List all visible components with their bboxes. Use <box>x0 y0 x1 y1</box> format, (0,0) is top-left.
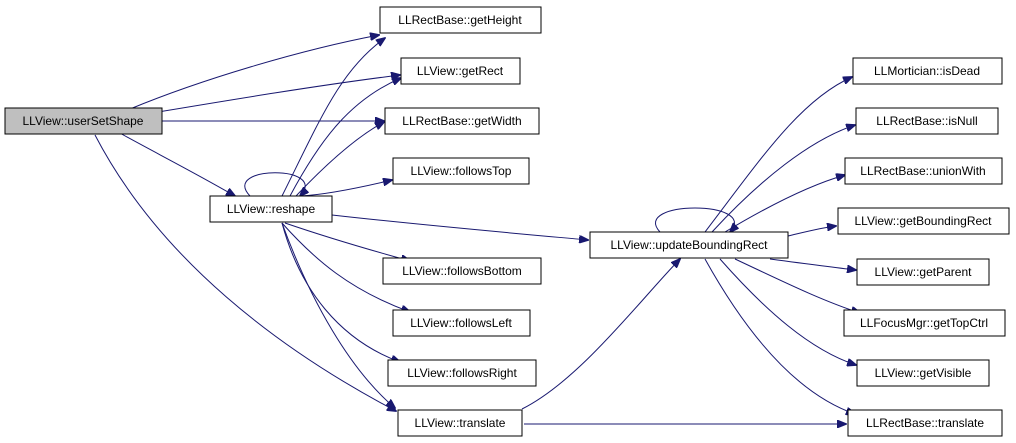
node-getVisible[interactable]: LLView::getVisible <box>856 359 990 387</box>
edges <box>94 35 860 424</box>
edge-translate-updateBoundingRect <box>521 259 680 410</box>
node-label: LLView::userSetShape <box>23 114 144 128</box>
node-getWidth[interactable]: LLRectBase::getWidth <box>384 107 540 135</box>
edge-reshape-followsRight <box>281 222 400 362</box>
node-userSetShape[interactable]: LLView::userSetShape <box>4 107 163 135</box>
edge-reshape-followsLeft <box>281 222 410 312</box>
node-label: LLView::getParent <box>875 265 973 279</box>
node-label: LLRectBase::isNull <box>876 114 977 128</box>
node-label: LLMortician::isDead <box>874 64 980 78</box>
node-label: LLRectBase::getHeight <box>398 13 522 27</box>
node-getTopCtrl[interactable]: LLFocusMgr::getTopCtrl <box>843 309 1006 337</box>
node-unionWith[interactable]: LLRectBase::unionWith <box>844 157 1003 185</box>
node-followsRight[interactable]: LLView::followsRight <box>387 359 537 387</box>
node-label: LLRectBase::getWidth <box>402 114 521 128</box>
node-label: LLView::getRect <box>417 64 504 78</box>
edge-reshape-followsBottom <box>284 222 410 261</box>
node-label: LLView::reshape <box>227 202 316 216</box>
node-label: LLView::getVisible <box>875 366 972 380</box>
node-translate[interactable]: LLView::translate <box>397 409 523 437</box>
node-getBoundingRect[interactable]: LLView::getBoundingRect <box>837 207 1010 235</box>
node-followsBottom[interactable]: LLView::followsBottom <box>382 257 542 285</box>
node-rectTranslate[interactable]: LLRectBase::translate <box>847 409 1003 437</box>
node-label: LLView::followsTop <box>411 164 512 178</box>
node-getParent[interactable]: LLView::getParent <box>856 258 990 286</box>
edge-reshape-getWidth <box>295 122 384 197</box>
edge-updateBoundingRect-getParent <box>769 258 856 270</box>
node-updateBoundingRect[interactable]: LLView::updateBoundingRect <box>589 231 789 259</box>
edge-userSetShape-reshape <box>117 131 235 196</box>
node-label: LLView::followsRight <box>407 366 517 380</box>
node-reshape[interactable]: LLView::reshape <box>209 195 333 223</box>
edge-updateBoundingRect-self <box>655 207 734 232</box>
node-followsTop[interactable]: LLView::followsTop <box>392 157 530 185</box>
edge-reshape-updateBoundingRect <box>331 214 588 240</box>
edge-updateBoundingRect-unionWith <box>724 175 845 233</box>
edge-reshape-getRect <box>289 78 401 197</box>
node-followsLeft[interactable]: LLView::followsLeft <box>392 309 531 337</box>
edge-userSetShape-translate <box>94 134 396 411</box>
edge-reshape-getHeight <box>281 38 385 197</box>
node-label: LLView::getBoundingRect <box>855 214 993 228</box>
node-label: LLView::followsBottom <box>402 264 522 278</box>
edge-updateBoundingRect-getBoundingRect <box>787 226 836 237</box>
nodes: LLView::userSetShape LLRectBase::getHeig… <box>4 6 1010 437</box>
edge-userSetShape-getHeight <box>129 35 379 110</box>
node-label: LLFocusMgr::getTopCtrl <box>860 316 988 330</box>
edge-updateBoundingRect-getVisible <box>719 258 856 365</box>
node-label: LLView::translate <box>415 416 506 430</box>
edge-updateBoundingRect-rectTranslate <box>704 258 855 414</box>
edge-reshape-translate <box>281 222 395 408</box>
node-label: LLRectBase::unionWith <box>860 164 985 178</box>
node-getRect[interactable]: LLView::getRect <box>400 57 521 85</box>
edge-updateBoundingRect-isDead <box>704 77 852 233</box>
node-label: LLRectBase::translate <box>866 416 984 430</box>
node-label: LLView::followsLeft <box>410 316 512 330</box>
node-getHeight[interactable]: LLRectBase::getHeight <box>379 6 542 34</box>
edge-updateBoundingRect-getTopCtrl <box>734 258 860 313</box>
node-isNull[interactable]: LLRectBase::isNull <box>855 107 999 135</box>
node-label: LLView::updateBoundingRect <box>610 238 768 252</box>
edge-updateBoundingRect-isNull <box>711 125 855 233</box>
node-isDead[interactable]: LLMortician::isDead <box>852 57 1003 85</box>
edge-reshape-followsTop <box>299 180 392 197</box>
edge-userSetShape-getRect <box>157 75 400 113</box>
